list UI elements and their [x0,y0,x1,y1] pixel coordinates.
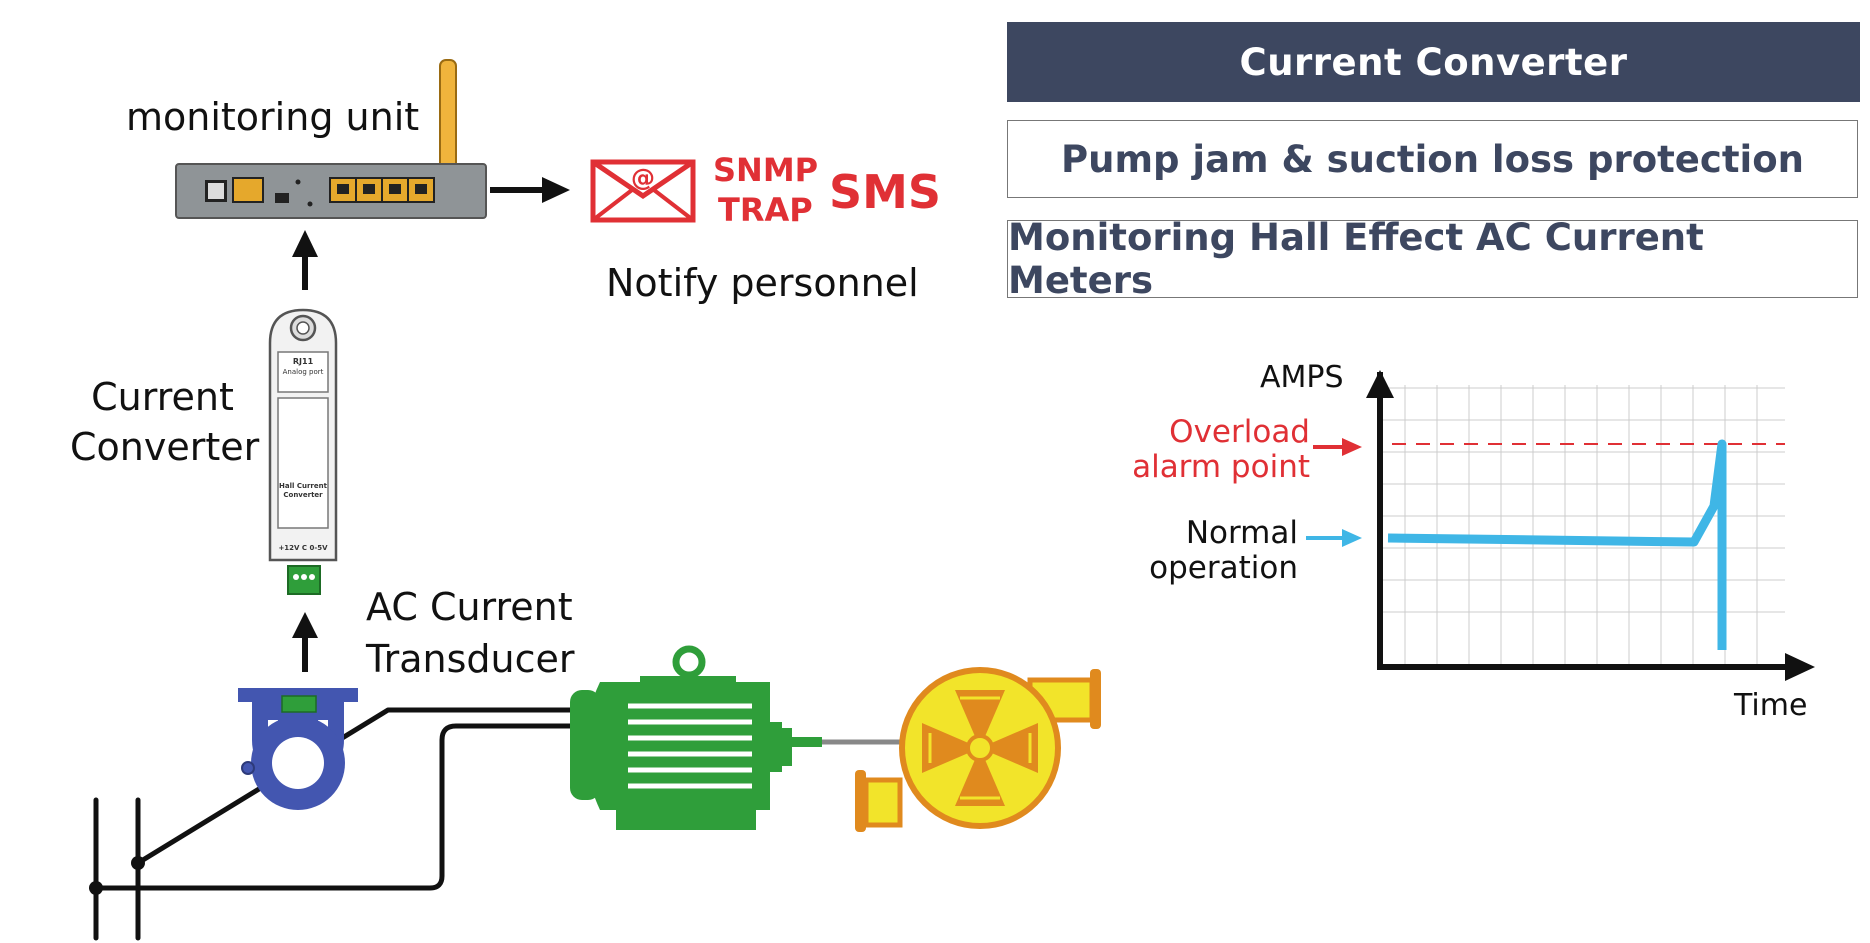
transducer-label-line2: Transducer [366,636,575,681]
converter-name-line2: Converter [283,491,323,499]
overload-pointer-arrow [1313,438,1362,456]
current-converter-icon: RJ11 Analog port Hall Current Converter … [268,308,338,595]
arrow-unit-to-notify [490,177,570,203]
converter-name-line1: Hall Current [279,482,328,490]
current-converter-label-line1: Current [91,375,234,419]
envelope-icon: @ [590,159,696,223]
arrow-transducer-to-converter [292,612,318,672]
overload-label-line1: Overload [1169,414,1310,450]
motor-icon [570,645,910,830]
notify-personnel-label: Notify personnel [606,261,919,305]
normal-label-line2: operation [1149,549,1298,586]
ac-current-transducer-label: AC Current Transducer [366,585,575,681]
wire-junction-1 [131,856,145,870]
current-transducer-icon [238,688,358,810]
email-at-sign: @ [631,164,655,192]
normal-operation-label: Normal operation [1130,517,1298,584]
feature-pump-protection: Pump jam & suction loss protection [1007,120,1858,198]
feature-hall-monitoring: Monitoring Hall Effect AC Current Meters [1007,216,1858,302]
trap-label: TRAP [718,191,813,229]
converter-port-label: RJ11 [293,357,314,366]
current-trace-line [1387,439,1727,650]
graph-y-arrowhead [1366,370,1394,398]
normal-label-line1: Normal [1185,515,1298,551]
amps-graph [1306,370,1815,681]
pump-icon [855,667,1101,832]
graph-x-arrowhead [1785,653,1815,681]
monitoring-unit-label: monitoring unit [126,95,420,139]
router-icon [175,59,487,219]
arrow-converter-to-unit [292,230,318,290]
transducer-label-line1: AC Current [366,585,573,629]
sms-label: SMS [829,165,941,219]
graph-xlabel: Time [1734,688,1808,723]
converter-pin-labels: +12V C 0-5V [278,544,328,552]
current-converter-label: Current Converter [70,375,260,469]
converter-port-sublabel: Analog port [283,368,324,376]
graph-ylabel: AMPS [1260,360,1344,395]
wire-junction-2 [89,881,103,895]
normal-pointer-arrow [1306,529,1362,547]
panel-title: Current Converter [1007,22,1860,102]
snmp-label: SNMP [713,151,818,189]
overload-label-line2: alarm point [1132,448,1310,485]
current-converter-label-line2: Converter [70,424,260,469]
overload-alarm-label: Overload alarm point [1130,416,1310,483]
